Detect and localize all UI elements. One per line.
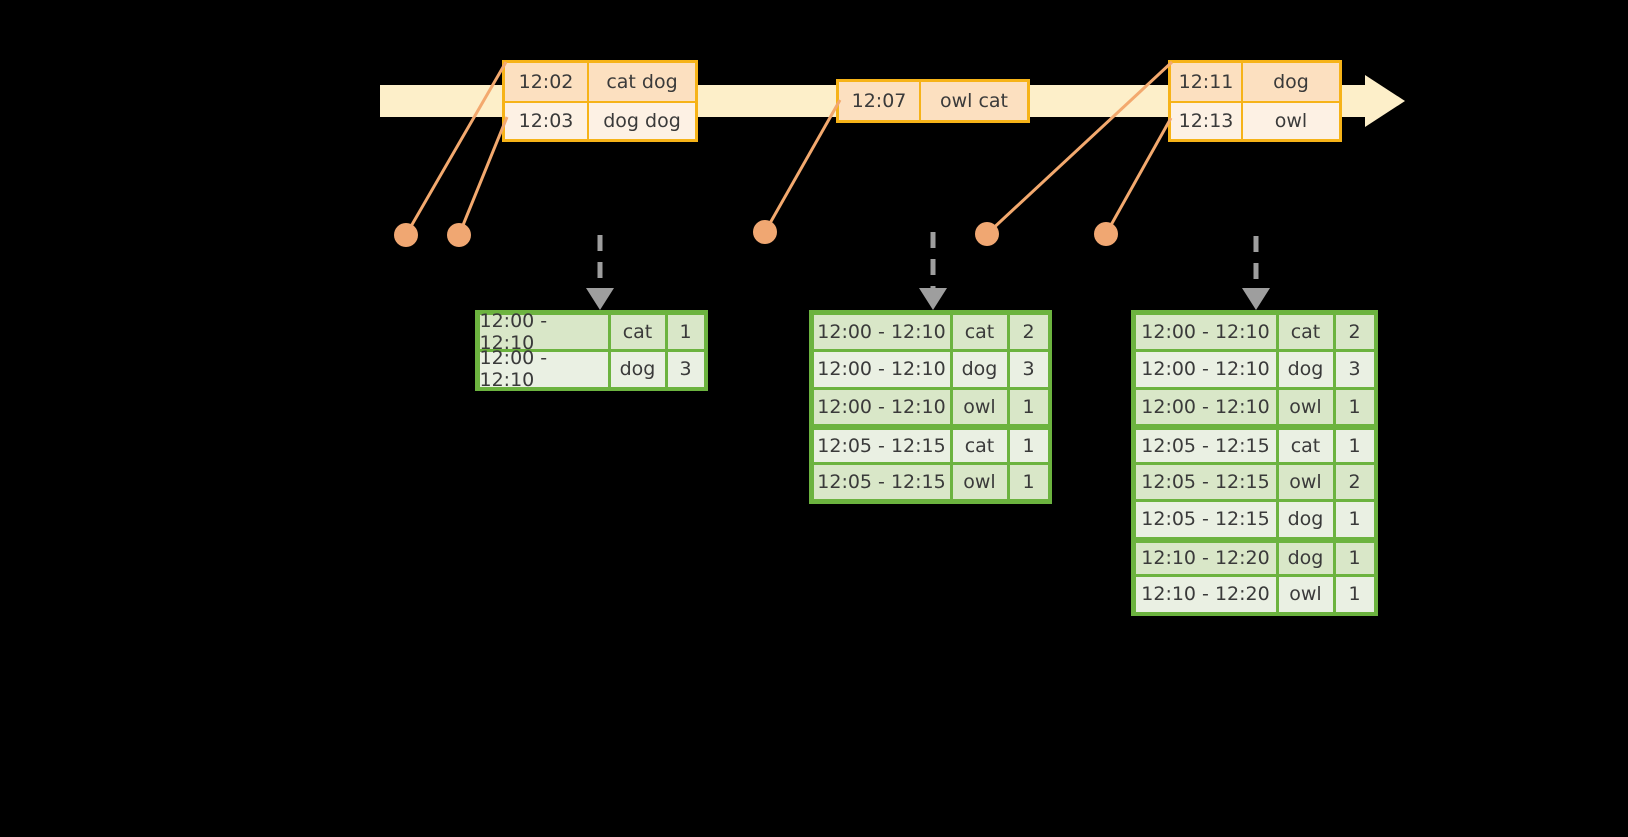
event-row: 12:02 cat dog [505,63,695,101]
event-row: 12:07 owl cat [839,82,1027,120]
cell-count: 1 [667,314,704,349]
cell-word: dog [1278,542,1333,574]
event-time: 12:07 [839,82,921,120]
event-time: 12:13 [1171,103,1243,139]
cell-window: 12:00 - 12:10 [813,314,950,349]
timeline-arrow-head-icon [1365,75,1405,127]
cell-word: cat [952,430,1007,462]
event-time: 12:02 [505,63,589,101]
event-row: 12:03 dog dog [505,101,695,139]
connector-line-3 [763,99,842,233]
cell-word: cat [1278,314,1333,349]
cell-window: 12:10 - 12:20 [1135,542,1276,574]
cell-word: owl [1278,389,1333,424]
event-time: 12:03 [505,103,589,139]
cell-word: owl [1278,464,1333,499]
event-value: dog [1243,63,1339,101]
event-dots [394,220,1118,247]
cell-word: dog [1278,352,1333,387]
event-value: owl cat [921,82,1027,120]
connector-line-5 [1104,117,1173,235]
cell-count: 3 [1335,352,1374,387]
event-dot-1 [394,223,418,247]
cell-window: 12:00 - 12:10 [479,310,608,354]
cell-word: cat [1278,430,1333,462]
event-row: 12:13 owl [1171,101,1339,139]
cell-word: dog [952,352,1007,387]
cell-word: dog [610,352,665,387]
cell-count: 1 [1009,430,1048,462]
cell-word: owl [952,464,1007,499]
emit-arrow-head-1 [586,288,614,310]
event-box-1[interactable]: 12:02 cat dog 12:03 dog dog [502,60,698,142]
cell-window: 12:05 - 12:15 [1135,464,1276,499]
cell-window: 12:00 - 12:10 [1135,314,1276,349]
event-dot-2 [447,223,471,247]
emit-arrows [597,232,1259,288]
event-value: dog dog [589,103,695,139]
cell-count: 2 [1335,464,1374,499]
cell-window: 12:05 - 12:15 [813,430,950,462]
event-box-2[interactable]: 12:07 owl cat [836,79,1030,123]
cell-window: 12:05 - 12:15 [813,464,950,499]
event-box-3[interactable]: 12:11 dog 12:13 owl [1168,60,1342,142]
cell-window: 12:05 - 12:15 [1135,430,1276,462]
event-dot-4 [975,222,999,246]
cell-count: 1 [1335,430,1374,462]
cell-window: 12:00 - 12:10 [1135,352,1276,387]
cell-count: 2 [1009,314,1048,349]
cell-count: 1 [1009,389,1048,424]
cell-word: owl [952,389,1007,424]
cell-count: 1 [1009,464,1048,499]
cell-window: 12:05 - 12:15 [1135,502,1276,537]
cell-window: 12:10 - 12:20 [1135,577,1276,612]
cell-word: cat [610,314,665,349]
cell-count: 1 [1335,577,1374,612]
cell-window: 12:00 - 12:10 [813,389,950,424]
cell-word: owl [1278,577,1333,612]
cell-count: 1 [1335,502,1374,537]
event-row: 12:11 dog [1171,63,1339,101]
event-dot-3 [753,220,777,244]
emit-arrow-head-2 [919,288,947,310]
cell-window: 12:00 - 12:10 [479,347,608,391]
cell-word: cat [952,314,1007,349]
cell-window: 12:00 - 12:10 [1135,389,1276,424]
cell-count: 3 [667,352,704,387]
cell-window: 12:00 - 12:10 [813,352,950,387]
event-dot-5 [1094,222,1118,246]
emit-arrow-head-3 [1242,288,1270,310]
cell-word: dog [1278,502,1333,537]
event-time: 12:11 [1171,63,1243,101]
cell-count: 1 [1335,542,1374,574]
event-value: owl [1243,103,1339,139]
cell-count: 1 [1335,389,1374,424]
emit-arrow-heads [586,288,1270,310]
cell-count: 3 [1009,352,1048,387]
connector-line-2 [457,116,509,236]
cell-count: 2 [1335,314,1374,349]
event-value: cat dog [589,63,695,101]
